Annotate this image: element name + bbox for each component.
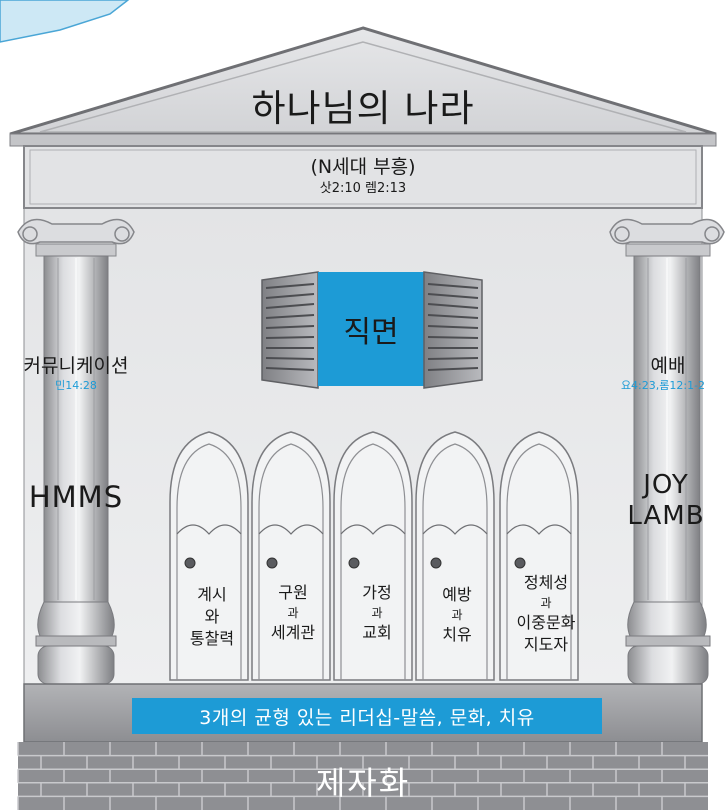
door-label-3: 가정 과 교회 [344,582,410,644]
left-pillar-program: HMMS [28,480,124,514]
door-1 [169,431,249,681]
door-4-line1: 예방 [442,585,472,604]
right-column [609,218,725,685]
right-pillar-program-line2: LAMB [627,501,705,531]
entablature-subtitle: (N세대 부흥) [310,156,416,178]
foundation-label: 제자화 [315,764,411,802]
door-1-line3: 통찰력 [189,629,235,648]
window [261,271,483,389]
door-4 [415,431,495,681]
left-pillar-verse: 민14:28 [55,379,97,392]
door-2-line3: 세계관 [270,623,316,642]
window-label: 직면 [343,315,399,350]
door-5-line2: 과 [540,596,552,610]
door-knob-1 [184,557,196,569]
left-column [17,218,135,685]
door-5-line4: 지도자 [523,635,569,654]
door-label-1: 계시 와 통찰력 [178,584,246,650]
door-label-4: 예방 과 치유 [424,584,490,646]
door-label-2: 구원 과 세계관 [258,582,328,644]
door-3 [333,431,413,681]
sky-fragment [0,0,130,43]
door-5-line3: 이중문화 [516,613,576,632]
door-1-line1: 계시 [197,585,227,604]
leadership-banner [132,698,602,734]
right-pillar-title: 예배 [650,355,686,377]
door-2-line2: 과 [287,606,299,620]
entablature-verses: 삿2:10 렘2:13 [319,181,407,196]
kingdom-title: 하나님의 나라 [251,87,475,130]
door-5-line1: 정체성 [523,573,569,592]
left-pillar-title: 커뮤니케이션 [23,355,129,377]
door-4-line3: 치유 [442,625,472,644]
door-2-line1: 구원 [278,583,308,602]
door-knob-4 [430,557,442,569]
arched-doors [169,431,579,681]
door-2 [251,431,331,681]
door-1-line2: 와 [204,607,220,626]
door-3-line1: 가정 [362,583,392,602]
door-label-5: 정체성 과 이중문화 지도자 [502,572,590,656]
door-3-line3: 교회 [362,623,392,642]
door-knob-3 [348,557,360,569]
door-4-line2: 과 [451,608,463,622]
door-3-line2: 과 [371,606,383,620]
entablature [23,145,703,209]
door-5 [499,431,579,681]
door-knob-5 [514,557,526,569]
right-pillar-program: JOY LAMB [596,470,726,532]
leadership-banner-text: 3개의 균형 있는 리더십-말씀, 문화, 치유 [199,707,535,729]
right-pillar-verse: 요4:23,롬12:1-2 [620,379,706,392]
foundation-bricks [18,742,708,810]
door-knob-2 [266,557,278,569]
window-pane [318,272,424,386]
right-pillar-program-line1: JOY [643,470,689,500]
